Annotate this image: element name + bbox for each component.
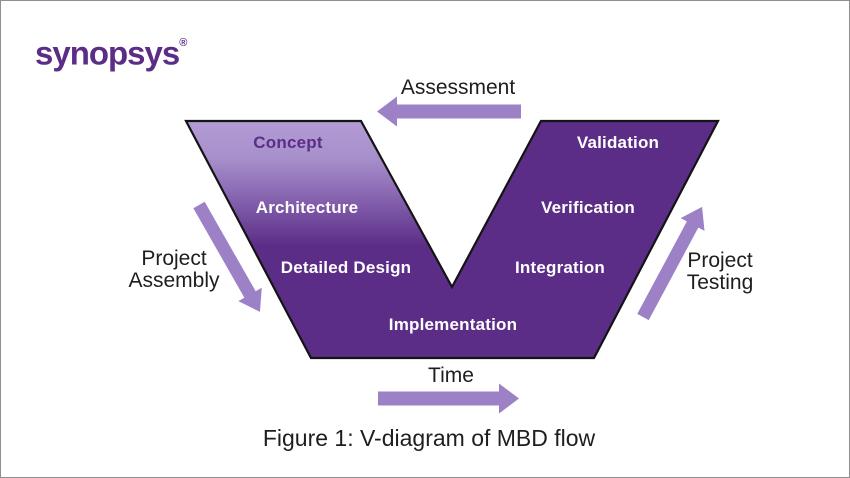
synopsys-logo-text: synopsys bbox=[35, 33, 180, 72]
time-arrow-icon bbox=[378, 383, 519, 414]
stage-label-concept: Concept bbox=[253, 133, 323, 152]
figure-caption: Figure 1: V-diagram of MBD flow bbox=[262, 425, 596, 451]
v-shape-outline bbox=[184, 119, 720, 360]
stage-label-architecture: Architecture bbox=[255, 198, 359, 217]
stage-label-validation: Validation bbox=[576, 133, 660, 152]
stage-label-implementation: Implementation bbox=[388, 315, 518, 334]
project-testing-arrow-icon bbox=[637, 206, 705, 321]
time-label: Time bbox=[428, 364, 474, 387]
stage-label-integration: Integration bbox=[514, 258, 606, 277]
synopsys-logo: synopsys® bbox=[35, 27, 187, 70]
project-assembly-label: Project Assembly bbox=[128, 247, 220, 292]
assessment-label: Assessment bbox=[400, 76, 516, 99]
stage-label-detailed-design: Detailed Design bbox=[280, 258, 412, 277]
assessment-arrow-icon bbox=[377, 96, 521, 127]
project-assembly-arrow-icon bbox=[193, 201, 262, 312]
project-testing-label: Project Testing bbox=[686, 249, 754, 294]
v-shape-left-arm-gradient bbox=[186, 121, 452, 358]
registered-trademark-icon: ® bbox=[179, 36, 188, 50]
stage-label-verification: Verification bbox=[540, 198, 636, 217]
